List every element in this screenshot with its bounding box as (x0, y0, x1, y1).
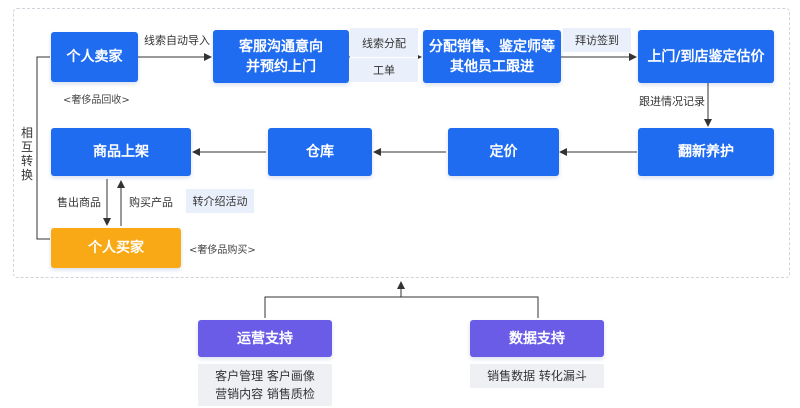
node-buyer: 个人买家 (51, 228, 181, 268)
edge-label-followup: 跟进情况记录 (639, 95, 705, 108)
ops-item: 客户管理 客户画像 (215, 369, 315, 383)
ops-item: 营销内容 销售质检 (215, 387, 315, 401)
support-line (264, 296, 539, 318)
data-detail-box: 销售数据 转化漏斗 (470, 364, 604, 388)
node-refurbish: 翻新养护 (638, 128, 774, 176)
node-appraise: 上门/到店鉴定估价 (638, 30, 774, 83)
tag-divider (350, 57, 418, 58)
edge-label-lead-assign: 线索分配 (350, 28, 418, 57)
main-flow-frame (13, 8, 790, 278)
note-purchase: <奢侈品购买> (189, 245, 256, 256)
ops-detail-box: 客户管理 客户画像 营销内容 销售质检 (198, 364, 332, 406)
node-listing: 商品上架 (51, 128, 191, 176)
edge-label-ticket: 工单 (350, 58, 418, 82)
side-conversion-line (36, 56, 50, 240)
edge-label-visit-signin: 拜访签到 (563, 28, 631, 52)
edge-label-buy-goods: 购买产品 (129, 196, 173, 209)
note-recycle: <奢侈品回收> (63, 95, 130, 106)
side-label-conversion: 相 互 转 换 (20, 126, 33, 182)
node-ops: 运营支持 (198, 320, 332, 357)
node-warehouse: 仓库 (268, 128, 372, 176)
edge-label-sell-goods: 售出商品 (57, 196, 101, 209)
node-service: 客服沟通意向 并预约上门 (213, 30, 349, 83)
node-assign: 分配销售、鉴定师等 其他员工跟进 (423, 30, 561, 83)
node-pricing: 定价 (448, 128, 559, 176)
edge-label-referral: 转介绍活动 (186, 189, 254, 213)
node-data: 数据支持 (470, 320, 604, 357)
data-item: 销售数据 转化漏斗 (487, 369, 587, 383)
edge-label-auto-import: 线索自动导入 (144, 34, 210, 47)
node-seller: 个人卖家 (51, 32, 138, 82)
